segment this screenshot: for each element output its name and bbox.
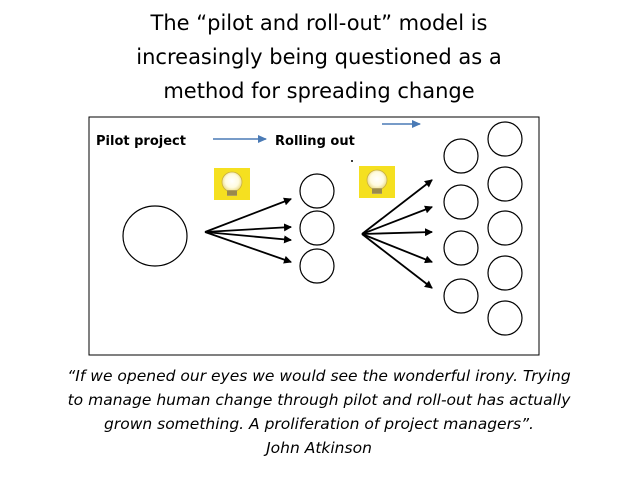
stage-3-circle: [487, 121, 523, 157]
stage-3-circle: [443, 138, 479, 174]
stage-2-circle: [299, 210, 335, 246]
pilot-circle: [122, 205, 188, 267]
quote-line-1: “If we opened our eyes we would see the …: [67, 367, 571, 385]
quote-line-3: grown something. A proliferation of proj…: [104, 415, 534, 433]
stage-2-circle: [299, 173, 335, 209]
lightbulb-icon: [214, 168, 250, 200]
slide-title: The “pilot and roll-out” model is increa…: [0, 6, 638, 108]
stage-3-circle: [443, 230, 479, 266]
title-line-3: method for spreading change: [163, 79, 475, 103]
quote-block: “If we opened our eyes we would see the …: [0, 364, 638, 460]
rollout-stage-3: [443, 121, 523, 336]
rolling-out-label: Rolling out: [275, 134, 355, 149]
rollout-stage-2: [299, 173, 335, 284]
stage-3-circle: [487, 300, 523, 336]
stage-3-circle: [443, 184, 479, 220]
title-line-1: The “pilot and roll-out” model is: [150, 11, 488, 35]
rollout-spread-arrows: [361, 179, 433, 289]
stage-3-circle: [487, 255, 523, 291]
diagram-frame: [88, 116, 540, 356]
stage-3-circle: [443, 278, 479, 314]
stage-3-circle: [487, 210, 523, 246]
lightbulb-icon: [359, 166, 395, 198]
pilot-spread-arrows: [204, 197, 292, 264]
quote-author: John Atkinson: [266, 439, 372, 457]
title-line-2: increasingly being questioned as a: [136, 45, 502, 69]
pilot-project-label: Pilot project: [96, 134, 186, 149]
stage-2-circle: [299, 248, 335, 284]
stage-3-circle: [487, 166, 523, 202]
quote-line-2: to manage human change through pilot and…: [67, 391, 571, 409]
stray-dot: [351, 160, 353, 162]
